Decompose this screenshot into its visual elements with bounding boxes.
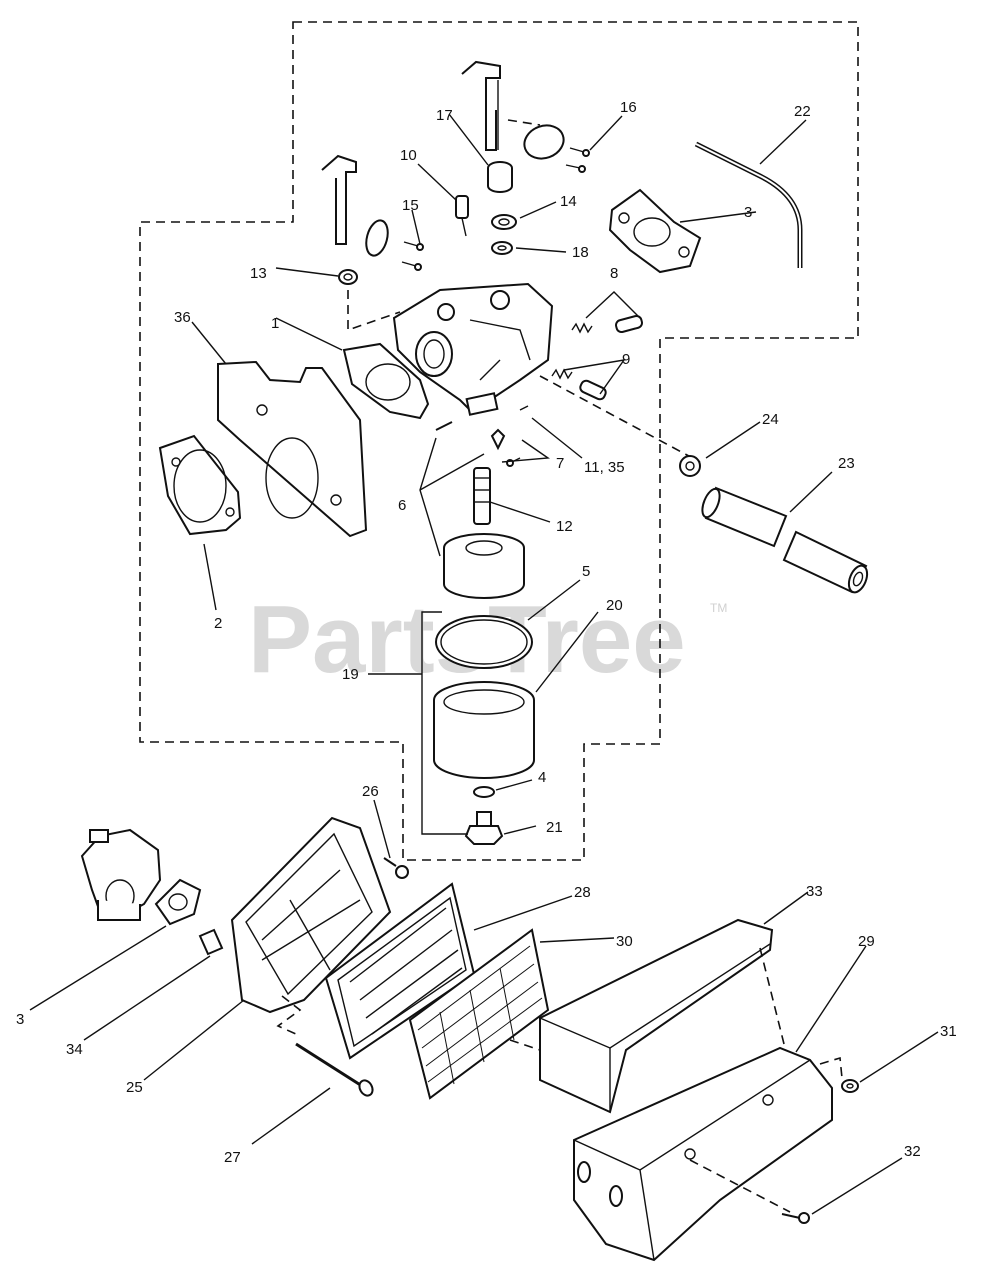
callout-34: 34 [66,1041,83,1058]
callout-36: 36 [174,309,191,326]
callout-13: 13 [250,265,267,282]
callout-21: 21 [546,819,563,836]
dash-25 [276,995,302,1035]
callout-19: 19 [342,666,359,683]
screw-9b [579,379,607,401]
callout-31: 31 [940,1023,957,1040]
pin-6 [435,421,453,431]
callout-24: 24 [762,411,779,428]
watermark-tm: TM [710,601,727,615]
callout-29: 29 [858,933,875,950]
callout-8: 8 [610,265,618,282]
callout-30: 30 [616,933,633,950]
callout-32: 32 [904,1143,921,1160]
callout-2: 2 [214,615,222,632]
screw-16b [565,164,586,173]
callout-15: 15 [402,197,419,214]
callout-5: 5 [582,563,590,580]
callout-18: 18 [572,244,589,261]
dash-13 [347,290,401,332]
callout-20: 20 [606,597,623,614]
bowl-nut-21 [464,811,504,845]
gasket-2 [158,434,242,536]
washer-4 [473,786,495,798]
dash-31 [819,1056,843,1079]
dash-30 [509,1039,541,1051]
breather-tube-22 [694,141,803,268]
screw-26 [383,857,409,879]
leader-lines [29,113,939,1215]
cover-33 [539,918,774,1114]
throttle-plate [523,124,565,160]
bushing-17 [487,161,513,193]
spacer-plate-36 [217,360,368,538]
callout-23: 23 [838,455,855,472]
air-cleaner-base-25 [230,816,392,1014]
needle-7 [490,428,506,451]
gasket-small-3 [154,878,202,926]
screw-16a [569,147,590,157]
callout-11-35: 11, 35 [584,459,625,476]
carburetor-body [392,282,554,416]
float-bowl-20 [433,681,535,779]
gasket-3 [608,188,702,274]
needle-valve-10 [455,195,469,237]
callout-16: 16 [620,99,637,116]
housing-29 [573,1046,833,1262]
nut-31 [841,1079,859,1093]
callout-3-top: 3 [744,204,752,221]
screw-8b [615,314,643,334]
callout-6: 6 [398,497,406,514]
callout-27: 27 [224,1149,241,1166]
dash-32 [689,1159,791,1213]
callout-33: 33 [806,883,823,900]
callout-22: 22 [794,103,811,120]
throttle-shaft-upper [461,60,501,151]
choke-shaft [321,154,357,245]
callout-14: 14 [560,193,577,210]
float-5 [443,533,525,599]
callout-25: 25 [126,1079,143,1096]
screw-11 [519,405,529,411]
spacer-34 [198,928,224,956]
emulsion-tube-12 [473,467,491,525]
callout-17: 17 [436,107,453,124]
dash-fuel-line [539,375,701,463]
carburetor-assembly-small [80,828,162,921]
callout-28: 28 [574,884,591,901]
spring-9a [551,368,573,380]
clamp-24 [679,455,701,477]
dash-33 [759,947,785,1045]
callout-1: 1 [271,315,279,332]
callout-12: 12 [556,518,573,535]
seal-14 [491,214,517,230]
seal-18 [491,241,513,255]
callout-4: 4 [538,769,546,786]
float-bowl-gasket [435,615,533,669]
screw-32 [781,1212,810,1224]
choke-plate [365,219,389,257]
callout-3-bottom: 3 [16,1011,24,1028]
callout-7: 7 [556,455,564,472]
spring-8a [571,322,593,334]
fuel-hose-23 [701,486,869,594]
gasket-1 [342,342,430,420]
dash-throttle [507,119,541,126]
seal-13 [338,269,358,285]
pre-cleaner-30 [408,928,550,1100]
screw-15b [401,261,422,271]
bolt-27 [295,1042,374,1097]
callout-10: 10 [400,147,417,164]
callout-9: 9 [622,351,630,368]
callout-26: 26 [362,783,379,800]
